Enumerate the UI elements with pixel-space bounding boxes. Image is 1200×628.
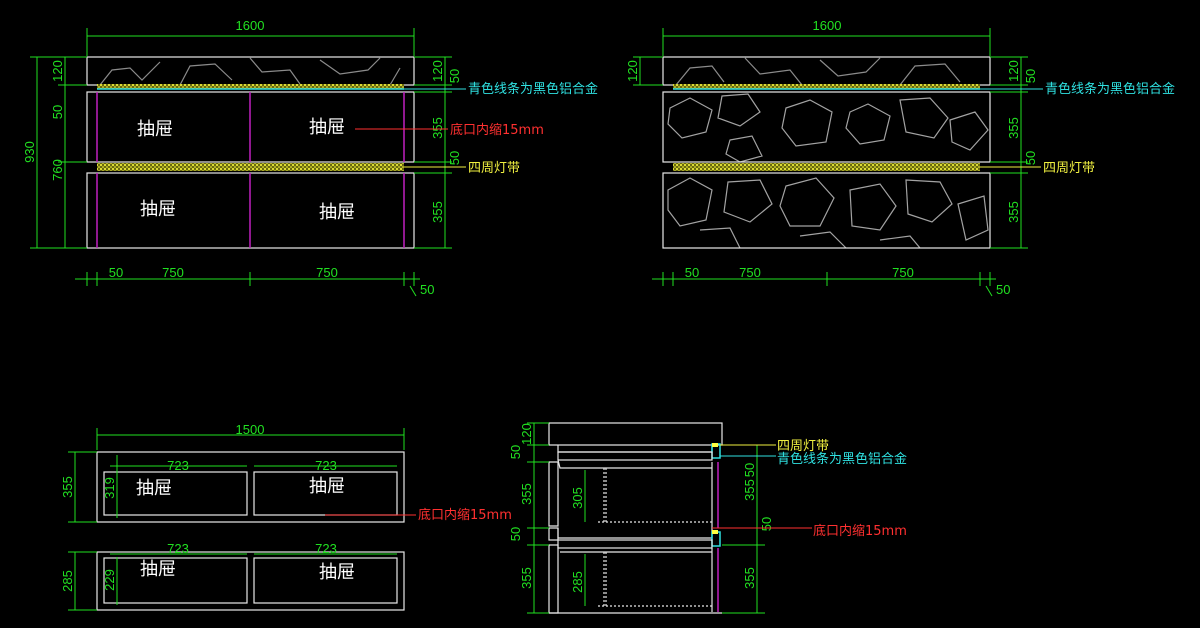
lower-unit [96, 551, 405, 611]
note-led: 四周灯带 [468, 161, 520, 176]
right-dim: 50 [742, 463, 757, 477]
left-dim: 120 [519, 423, 534, 445]
right-dim: 355 [1006, 201, 1021, 223]
led-strip-top [97, 84, 404, 89]
right-dim: 355 [1006, 117, 1021, 139]
note-aluminum: 青色线条为黑色铝合金 [468, 81, 598, 97]
drawer-label: 抽屉 [140, 559, 176, 580]
width-dimension: 1500 [236, 422, 265, 437]
upper-unit [96, 451, 405, 523]
drawer-label: 抽屉 [319, 562, 355, 583]
back-view: 1600 120 120 50 355 50 355 青色线条为黑色铝合金 四周… [625, 18, 1175, 297]
drawer-label: 抽屉 [319, 202, 355, 223]
bottom-dim: 750 [162, 265, 184, 280]
right-dim: 355 [430, 117, 445, 139]
drawer-label: 抽屉 [136, 478, 172, 499]
drawer-label: 抽屉 [309, 117, 345, 138]
drawer-label: 抽屉 [137, 119, 173, 140]
bottom-dim: 750 [892, 265, 914, 280]
bottom-dim: 750 [316, 265, 338, 280]
bottom-dim: 750 [739, 265, 761, 280]
front-view: 1600 抽屉 抽屉 抽屉 抽屉 120 50 760 930 [22, 18, 598, 297]
drawer-label: 抽屉 [309, 476, 345, 497]
left-dim: 50 [50, 105, 65, 119]
drawer-width: 723 [167, 541, 189, 556]
drawer-width: 723 [315, 458, 337, 473]
right-dim: 50 [1023, 69, 1038, 83]
note-inset: 底口内缩15mm [813, 523, 907, 539]
right-dim: 355 [742, 479, 757, 501]
left-dim: 355 [519, 567, 534, 589]
note-aluminum: 青色线条为黑色铝合金 [777, 451, 907, 467]
right-dim: 50 [447, 151, 462, 165]
upper-panel [662, 91, 991, 163]
right-dim: 355 [430, 201, 445, 223]
note-inset: 底口内缩15mm [418, 507, 512, 523]
bottom-dim: 50 [420, 282, 434, 297]
right-dim: 120 [1006, 60, 1021, 82]
width-dimension: 1600 [813, 18, 842, 33]
led-strip-middle [97, 163, 404, 171]
bottom-dim: 50 [685, 265, 699, 280]
right-dim: 50 [759, 517, 774, 531]
lower-panel [662, 172, 991, 249]
section-view: 120 50 355 50 355 305 285 355 50 50 355 … [508, 422, 907, 614]
left-dim: 120 [50, 60, 65, 82]
section-top-slab [548, 422, 723, 446]
drawer-width: 723 [167, 458, 189, 473]
plan-view: 1500 723 723 319 抽屉 抽屉 355 723 723 229 抽… [60, 422, 512, 611]
inner-dim: 305 [570, 487, 585, 509]
note-led: 四周灯带 [1043, 161, 1095, 176]
bottom-dim: 50 [996, 282, 1010, 297]
left-dim: 120 [625, 60, 640, 82]
bottom-dim: 50 [109, 265, 123, 280]
left-dim: 760 [50, 159, 65, 181]
drawer-label: 抽屉 [140, 199, 176, 220]
width-dimension: 1600 [236, 18, 265, 33]
right-dim: 120 [430, 60, 445, 82]
unit-height: 355 [60, 476, 75, 498]
right-dim: 50 [1023, 151, 1038, 165]
unit-height: 285 [60, 570, 75, 592]
note-inset: 底口内缩15mm [450, 122, 544, 138]
left-dim: 50 [508, 445, 523, 459]
note-led: 四周灯带 [777, 439, 829, 454]
inner-dim: 285 [570, 571, 585, 593]
left-dim: 50 [508, 527, 523, 541]
right-dim: 355 [742, 567, 757, 589]
note-aluminum: 青色线条为黑色铝合金 [1045, 81, 1175, 97]
inner-height: 229 [102, 569, 117, 591]
total-height-dim: 930 [22, 141, 37, 163]
left-dim: 355 [519, 483, 534, 505]
inner-height: 319 [102, 477, 117, 499]
right-dim: 50 [447, 69, 462, 83]
top-slab [662, 56, 991, 86]
drawer-width: 723 [315, 541, 337, 556]
